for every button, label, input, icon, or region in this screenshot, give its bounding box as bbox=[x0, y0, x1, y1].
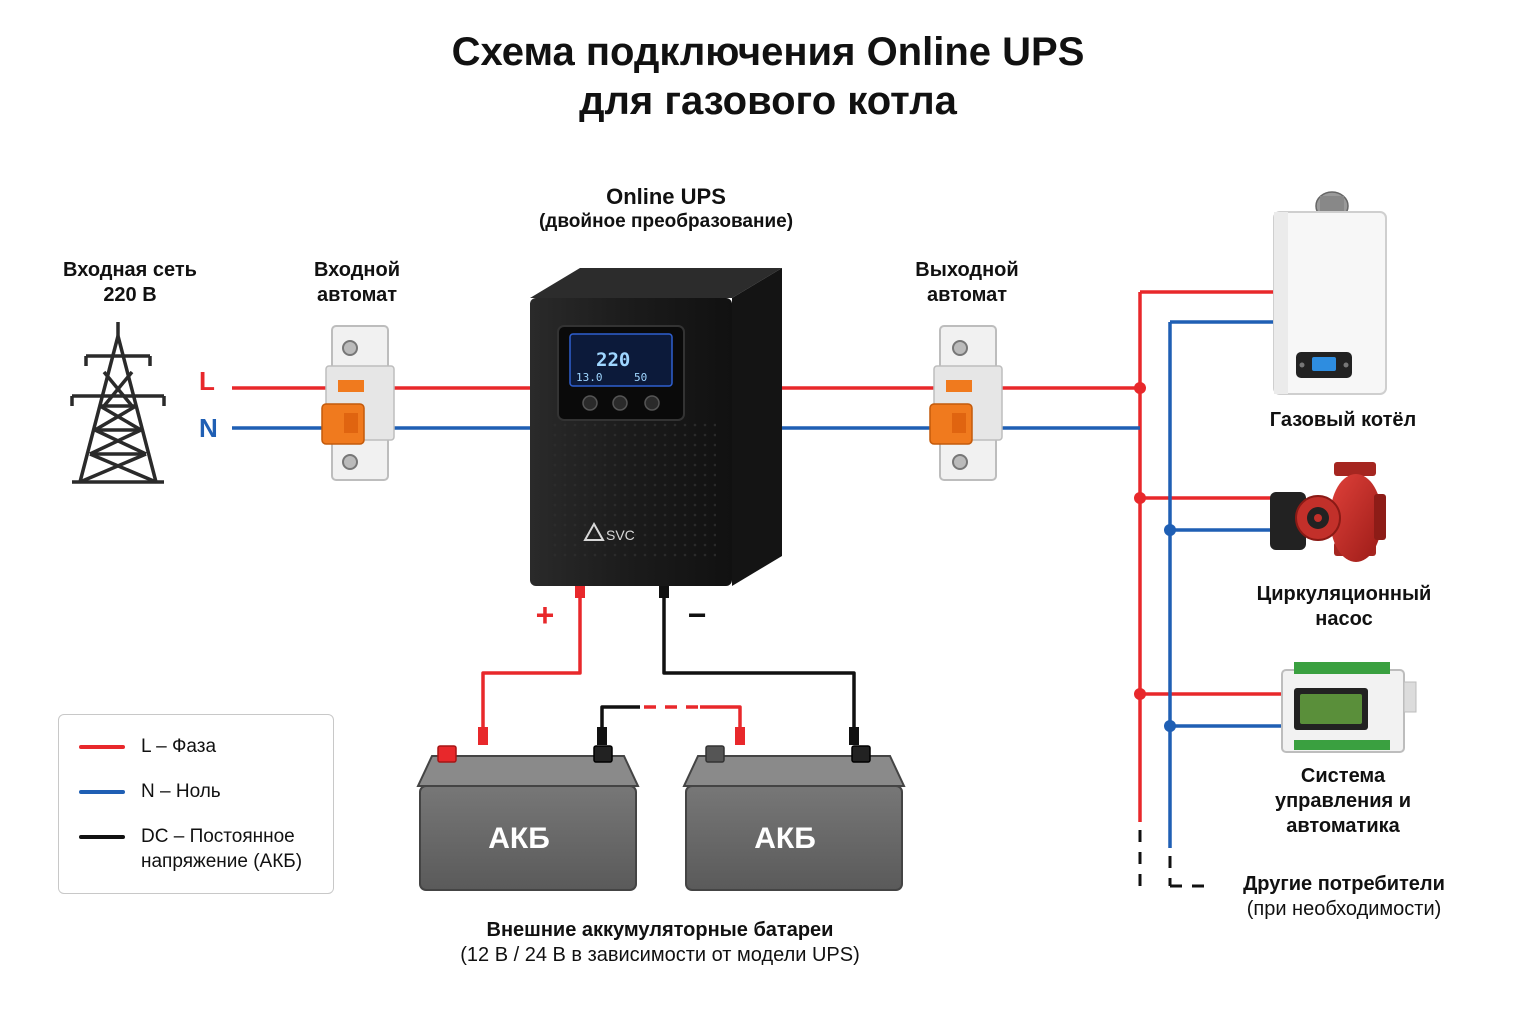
battery-1: АКБ bbox=[416, 727, 640, 891]
ups-display-left: 13.0 bbox=[576, 371, 603, 384]
ups-lcd-display bbox=[569, 333, 673, 387]
battery-positive-terminal bbox=[705, 745, 725, 763]
output-breaker-label-line-2: автомат bbox=[926, 284, 1008, 306]
input-breaker[interactable] bbox=[321, 325, 395, 481]
legend: L – Фаза N – Ноль DC – Постоянное напряж… bbox=[58, 714, 334, 894]
legend-swatch-neutral bbox=[79, 790, 125, 794]
batteries-caption: Внешние аккумуляторные батареи (12 В / 2… bbox=[380, 918, 940, 968]
series-link-pos bbox=[700, 705, 742, 740]
battery-1-label: АКБ bbox=[488, 822, 550, 855]
controller-label-line-3: автоматика bbox=[1286, 815, 1400, 837]
output-breaker-label: Выходной автомат bbox=[882, 258, 1052, 308]
circulation-pump bbox=[1270, 462, 1386, 562]
diagram-title: Схема подключения Online UPS для газовог… bbox=[0, 28, 1536, 126]
dc-minus-sign: − bbox=[688, 597, 707, 633]
legend-text-dc-1: DC – Постоянное bbox=[141, 826, 295, 847]
ups-label-title: Online UPS bbox=[606, 184, 726, 209]
terminal-screw-icon bbox=[342, 340, 358, 356]
ups-button-1[interactable] bbox=[582, 395, 598, 411]
battery-2: АКБ bbox=[682, 727, 906, 891]
terminal-screw-icon bbox=[952, 340, 968, 356]
legend-swatch-dc bbox=[79, 835, 125, 839]
ups-display-main: 220 bbox=[596, 349, 630, 371]
neutral-letter: N bbox=[199, 413, 218, 443]
junction-dots bbox=[1134, 382, 1176, 732]
output-breaker[interactable] bbox=[929, 325, 1003, 481]
din-terminal-strip bbox=[1294, 662, 1390, 674]
grid-label-line-2: 220 В bbox=[103, 284, 157, 306]
battery-2-label: АКБ bbox=[754, 822, 816, 855]
phase-wires bbox=[232, 290, 1288, 822]
controller-label-line-1: Система bbox=[1300, 765, 1386, 787]
other-loads-label: Другие потребители (при необходимости) bbox=[1216, 872, 1472, 922]
controller-label-line-2: управления и bbox=[1274, 790, 1412, 812]
terminal-screw-icon bbox=[342, 454, 358, 470]
pump-label-line-2: насос bbox=[1315, 608, 1373, 630]
legend-text-phase: L – Фаза bbox=[141, 736, 217, 757]
online-ups: 220 13.0 50 SVC bbox=[530, 268, 782, 586]
din-terminal-strip bbox=[1294, 740, 1390, 750]
battery-negative-terminal bbox=[851, 745, 871, 763]
battery-negative-terminal bbox=[593, 745, 613, 763]
ups-brand: SVC bbox=[606, 527, 635, 543]
pump-label-line-1: Циркуляционный bbox=[1256, 583, 1432, 605]
title-line-2: для газового котла bbox=[579, 79, 957, 123]
input-breaker-label-line-1: Входной bbox=[313, 259, 401, 281]
output-breaker-label-line-1: Выходной bbox=[915, 259, 1019, 281]
other-loads-label-line-1: Другие потребители bbox=[1243, 873, 1445, 895]
controller-lcd bbox=[1300, 694, 1362, 724]
input-breaker-label: Входной автомат bbox=[272, 258, 442, 308]
ups-button-2[interactable] bbox=[612, 395, 628, 411]
ups-button-3[interactable] bbox=[644, 395, 660, 411]
series-link-neg bbox=[600, 705, 640, 740]
boiler-label: Газовый котёл bbox=[1232, 408, 1454, 433]
batteries-caption-title: Внешние аккумуляторные батареи bbox=[486, 919, 834, 941]
phase-letter: L bbox=[199, 366, 215, 396]
legend-text-dc-2: напряжение (АКБ) bbox=[141, 851, 303, 872]
pump-terminal-box bbox=[1270, 492, 1306, 550]
pump-label: Циркуляционный насос bbox=[1224, 582, 1464, 632]
ups-display-right: 50 bbox=[634, 371, 647, 384]
input-breaker-label-line-2: автомат bbox=[316, 284, 398, 306]
boiler-label-line-1: Газовый котёл bbox=[1269, 409, 1417, 431]
legend-text-neutral: N – Ноль bbox=[141, 781, 221, 802]
legend-swatch-phase bbox=[79, 745, 125, 749]
other-loads-label-line-2: (при необходимости) bbox=[1246, 898, 1442, 920]
power-pylon-icon bbox=[70, 322, 166, 484]
dc-positive-wire bbox=[481, 588, 582, 740]
battery-positive-terminal bbox=[437, 745, 457, 763]
control-unit bbox=[1281, 662, 1417, 753]
other-loads-dashed bbox=[1138, 830, 1208, 888]
ups-label: Online UPS (двойное преобразование) bbox=[496, 184, 836, 234]
ups-label-sub: (двойное преобразование) bbox=[538, 211, 794, 232]
controller-label: Система управления и автоматика bbox=[1232, 764, 1454, 839]
dc-plus-sign: + bbox=[536, 597, 555, 633]
grid-label: Входная сеть 220 В bbox=[30, 258, 230, 308]
grid-label-line-1: Входная сеть bbox=[63, 259, 197, 281]
title-line-1: Схема подключения Online UPS bbox=[451, 30, 1085, 74]
ups-plus-connector bbox=[575, 586, 585, 598]
svc-logo-icon bbox=[583, 521, 605, 541]
ups-minus-connector bbox=[659, 586, 669, 598]
gas-boiler bbox=[1273, 191, 1387, 395]
batteries-caption-sub: (12 В / 24 В в зависимости от модели UPS… bbox=[460, 944, 860, 966]
neutral-wires bbox=[232, 320, 1288, 848]
dc-negative-wire bbox=[662, 588, 856, 740]
terminal-screw-icon bbox=[952, 454, 968, 470]
